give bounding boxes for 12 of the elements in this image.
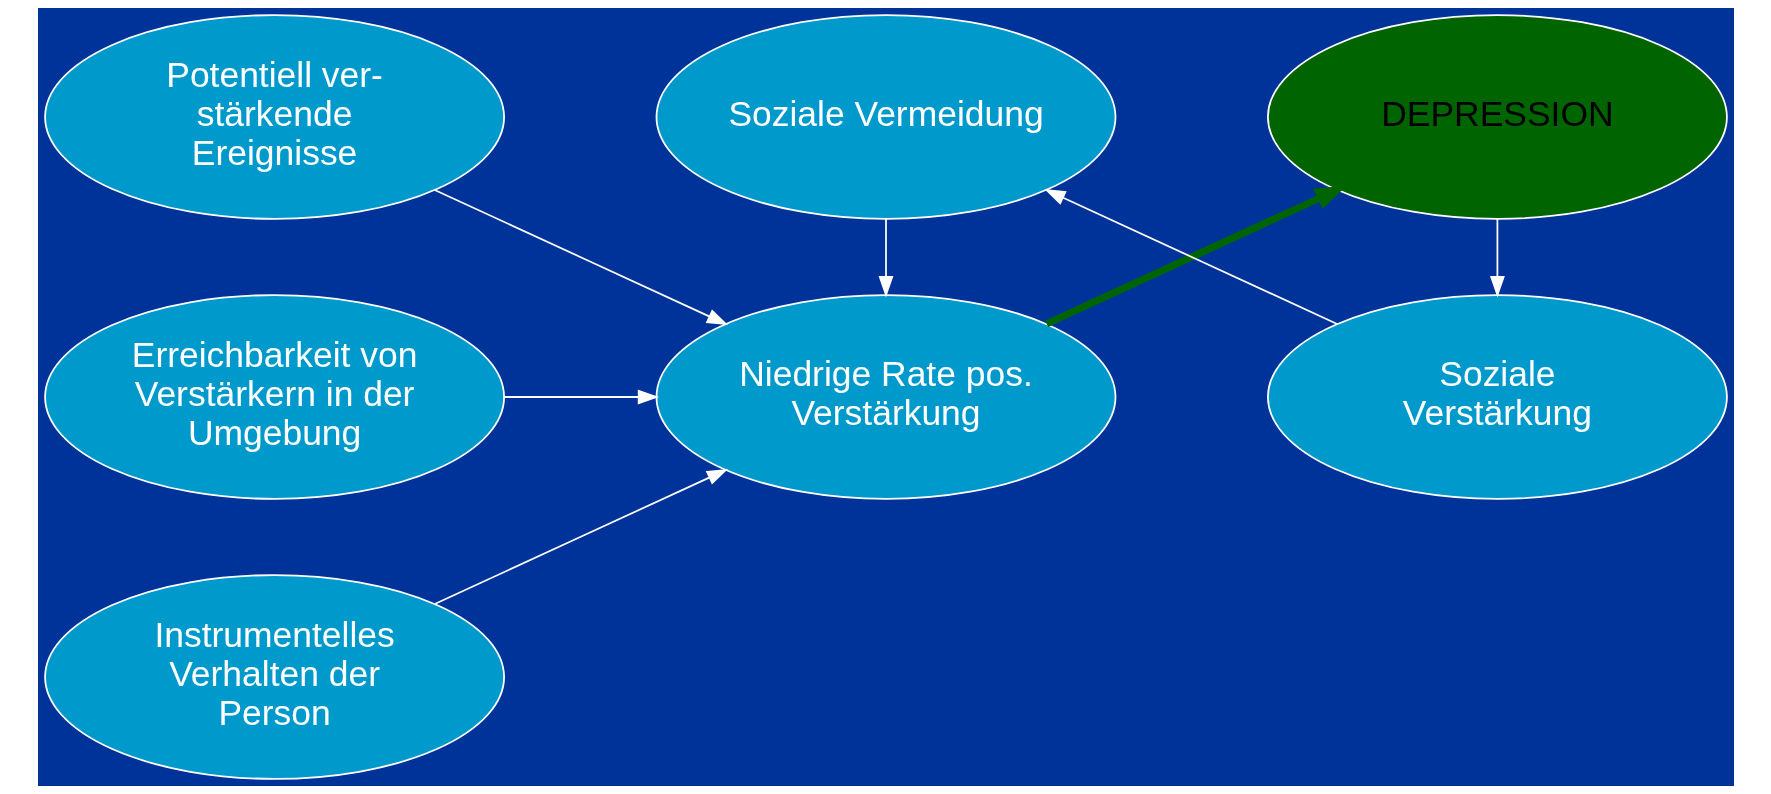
- node-ellipse: Instrumentelles Verhalten der Person: [43, 574, 505, 780]
- node-ellipse: Soziale Verstärkung: [1266, 294, 1728, 500]
- arrow: [1489, 218, 1505, 298]
- node-ellipse: Erreichbarkeit von Verstärkern in der Umgebung: [43, 294, 505, 500]
- arrow: [433, 468, 728, 605]
- node-ellipse: Soziale Vermeidung: [655, 14, 1116, 220]
- arrow: [878, 218, 893, 298]
- arrow: [433, 189, 728, 326]
- arrow: [503, 389, 659, 405]
- node-ellipse: Niedrige Rate pos. Verstärkung: [655, 294, 1116, 500]
- node-ellipse: Potentiell ver- stärkende Ereignisse: [43, 14, 505, 220]
- node-ellipse: DEPRESSION: [1266, 14, 1728, 220]
